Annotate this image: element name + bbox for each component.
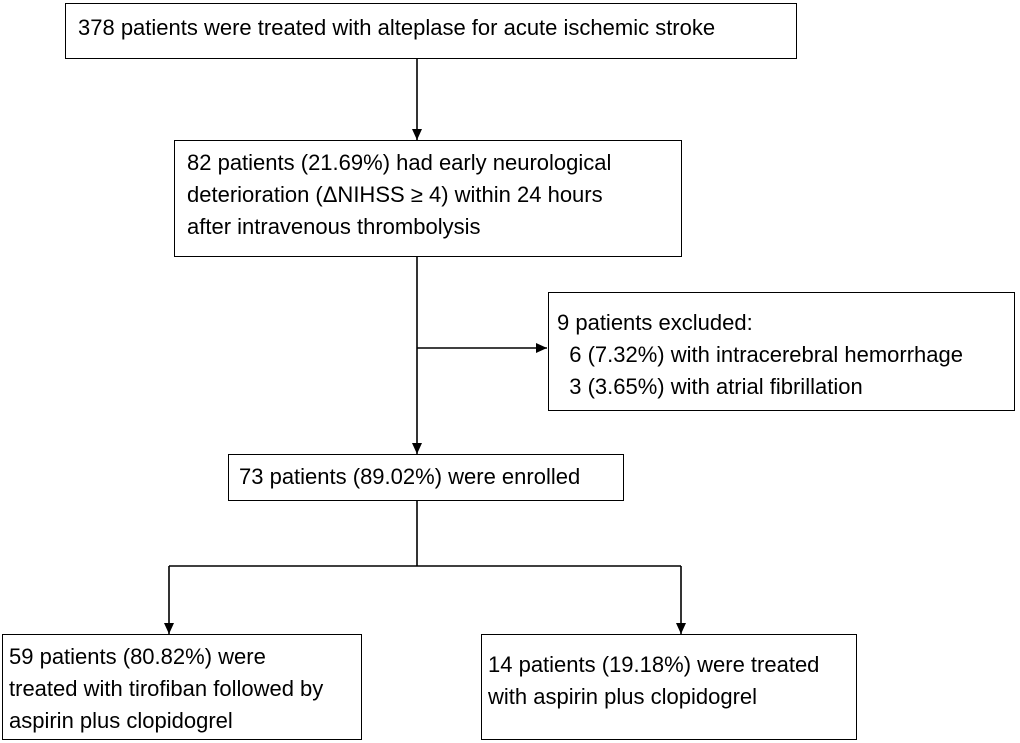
box-early-neurological-deterioration: 82 patients (21.69%) had early neurologi… <box>174 140 682 257</box>
box-line: 14 patients (19.18%) were treated <box>488 652 820 677</box>
box-excluded: 9 patients excluded: 6 (7.32%) with intr… <box>548 292 1015 411</box>
box-alteplase-treated: 378 patients were treated with alteplase… <box>65 3 797 59</box>
box-line: 9 patients excluded: <box>557 310 753 335</box>
box-line: 378 patients were treated with alteplase… <box>78 15 716 40</box>
box-line: 82 patients (21.69%) had early neurologi… <box>187 150 612 175</box>
box-line: aspirin plus clopidogrel <box>9 708 233 733</box>
box-line: treated with tirofiban followed by <box>9 676 324 701</box>
box-line: 73 patients (89.02%) were enrolled <box>239 464 581 489</box>
box-line: with aspirin plus clopidogrel <box>488 684 758 709</box>
box-line: 6 (7.32%) with intracerebral hemorrhage <box>557 342 963 367</box>
box-line: 3 (3.65%) with atrial fibrillation <box>557 374 863 399</box>
box-line: after intravenous thrombolysis <box>187 214 481 239</box>
box-line: 59 patients (80.82%) were <box>9 644 266 669</box>
box-enrolled: 73 patients (89.02%) were enrolled <box>228 454 624 501</box>
box-tirofiban-group: 59 patients (80.82%) were treated with t… <box>2 634 362 740</box>
box-aspirin-group: 14 patients (19.18%) were treated with a… <box>481 634 857 740</box>
box-line: deterioration (ΔNIHSS ≥ 4) within 24 hou… <box>187 182 603 207</box>
